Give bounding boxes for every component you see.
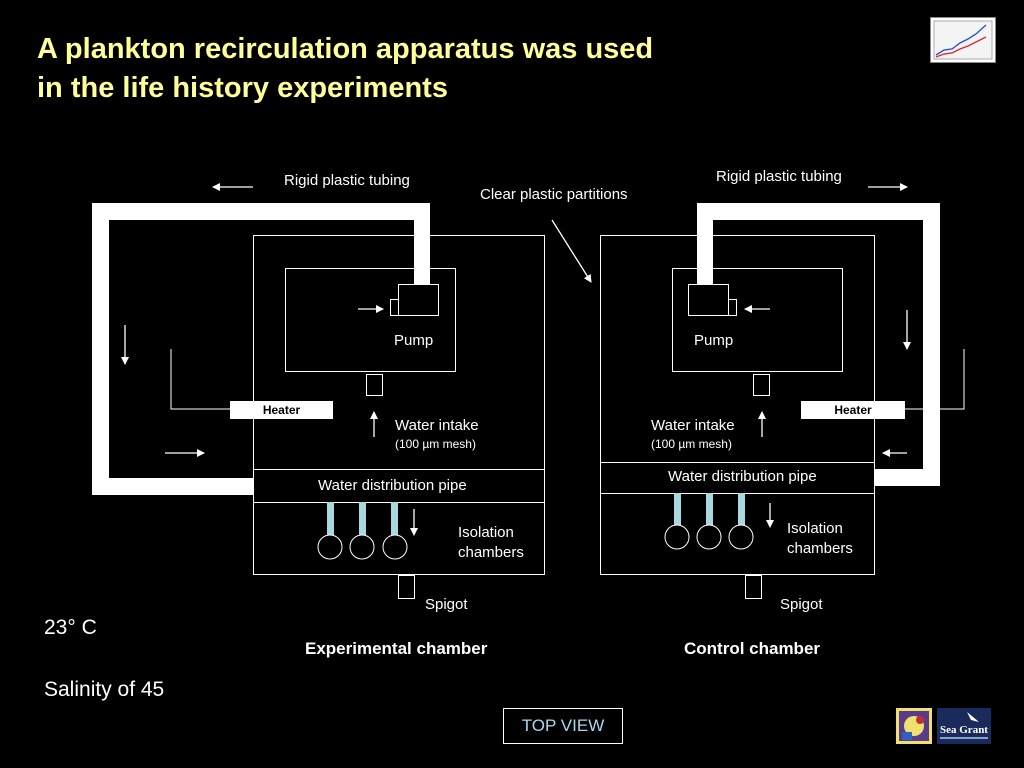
label-isolation-right: Isolation chambers <box>787 519 853 559</box>
salinity-text: Salinity of 45 <box>44 678 165 701</box>
label-isolation-right-2: chambers <box>787 540 853 557</box>
chart-thumbnail-icon <box>930 17 996 63</box>
label-pump-left: Pump <box>394 332 434 349</box>
label-isolation-left: Isolation chambers <box>458 523 524 563</box>
flow-arrows <box>121 183 911 536</box>
top-view-button[interactable]: TOP VIEW <box>503 708 623 744</box>
sea-grant-logo: Sea Grant <box>937 708 991 744</box>
title-line-1: A plankton recirculation apparatus was u… <box>37 33 654 65</box>
label-partitions: Clear plastic partitions <box>480 186 628 203</box>
label-intake-left-mesh: (100 µm mesh) <box>395 437 476 451</box>
right-intake-box <box>753 374 770 396</box>
label-isolation-left-2: chambers <box>458 544 524 561</box>
label-experimental-chamber: Experimental chamber <box>305 639 488 658</box>
label-control-chamber: Control chamber <box>684 639 821 658</box>
arrow-partition-pointer <box>551 219 592 283</box>
label-intake-right: Water intake <box>651 417 735 434</box>
left-pump-enclosure <box>285 268 456 372</box>
slide-title: A plankton recirculation apparatus was u… <box>37 30 653 108</box>
left-isolation-chambers <box>317 534 408 560</box>
label-isolation-right-1: Isolation <box>787 520 843 537</box>
left-isolation-stubs <box>327 502 398 536</box>
return-lines <box>170 349 965 410</box>
institution-logo <box>896 708 932 744</box>
left-pump <box>390 284 439 316</box>
label-intake-right-mesh: (100 µm mesh) <box>651 437 732 451</box>
right-isolation-chambers <box>664 524 754 550</box>
label-spigot-left: Spigot <box>425 596 468 613</box>
right-pump-enclosure <box>672 268 843 372</box>
temperature-text: 23° C <box>44 616 97 639</box>
label-pipe-right: Water distribution pipe <box>668 468 817 485</box>
label-pipe-left: Water distribution pipe <box>318 477 467 494</box>
heater-left: Heater <box>230 401 333 419</box>
label-rigid-tubing-left: Rigid plastic tubing <box>284 172 410 189</box>
right-tube-loop <box>697 203 940 486</box>
right-pump <box>688 284 737 316</box>
title-line-2: in the life history experiments <box>37 72 448 104</box>
left-intake-box <box>366 374 383 396</box>
label-isolation-left-1: Isolation <box>458 524 514 541</box>
sea-grant-logo-text: Sea Grant <box>940 724 988 736</box>
label-pump-right: Pump <box>694 332 734 349</box>
label-rigid-tubing-right: Rigid plastic tubing <box>716 168 842 185</box>
right-isolation-stubs <box>674 493 745 526</box>
label-intake-left: Water intake <box>395 417 479 434</box>
label-spigot-right: Spigot <box>780 596 823 613</box>
heater-right: Heater <box>801 401 905 419</box>
left-spigot <box>398 575 415 599</box>
right-spigot <box>745 575 762 599</box>
tank-outlines <box>253 235 875 575</box>
left-tube-loop <box>92 203 430 495</box>
